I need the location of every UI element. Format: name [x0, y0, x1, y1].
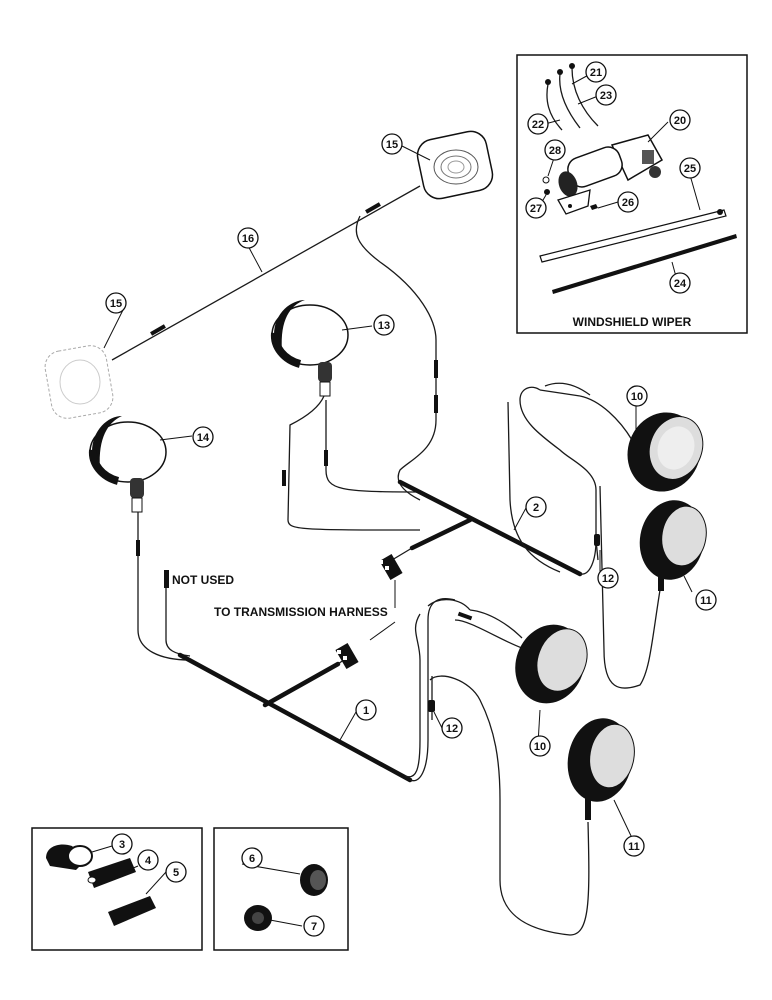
svg-text:10: 10: [631, 391, 643, 403]
lamp-10-upper: [627, 412, 704, 492]
front-flood-lamp-outline: [44, 345, 114, 419]
svg-text:27: 27: [530, 203, 542, 215]
svg-text:28: 28: [549, 145, 561, 157]
lamp-11-upper: [639, 500, 707, 591]
harness-1: [136, 512, 590, 936]
callout-24: 24: [669, 272, 691, 294]
lamp-11-lower: [567, 718, 635, 820]
svg-text:2: 2: [533, 502, 539, 514]
work-lamp-13: [270, 300, 349, 397]
connector-lower: [335, 642, 359, 670]
svg-text:16: 16: [242, 233, 254, 245]
wiper-blade: [552, 234, 737, 294]
lamp-10-lower: [515, 624, 588, 704]
callout-7: 7: [303, 915, 325, 937]
callout-3: 3: [111, 833, 133, 855]
callout-22: 22: [527, 113, 549, 135]
screw-part: [590, 204, 598, 210]
svg-text:10: 10: [534, 741, 546, 753]
svg-text:13: 13: [378, 320, 390, 332]
callout-23: 23: [595, 84, 617, 106]
harness-16: [111, 185, 421, 361]
svg-text:15: 15: [386, 139, 398, 151]
callout-15-front: 15: [105, 292, 127, 314]
svg-text:22: 22: [532, 119, 544, 131]
wiper-motor: [557, 134, 664, 215]
callout-26: 26: [617, 191, 639, 213]
work-lamp-14: [88, 416, 167, 513]
callout-10-lower: 10: [529, 735, 551, 757]
callout-4: 4: [137, 849, 159, 871]
callout-14: 14: [192, 426, 214, 448]
rear-flood-lamp: [416, 130, 494, 200]
to-transmission-harness-label: TO TRANSMISSION HARNESS: [214, 605, 388, 619]
callout-27: 27: [525, 197, 547, 219]
wiper-arm: [539, 209, 727, 263]
svg-text:25: 25: [684, 163, 696, 175]
svg-text:15: 15: [110, 298, 122, 310]
svg-text:11: 11: [628, 841, 640, 853]
callout-12-lower: 12: [441, 717, 463, 739]
callout-28: 28: [544, 139, 566, 161]
callout-2: 2: [525, 496, 547, 518]
callout-12-upper: 12: [597, 567, 619, 589]
svg-text:11: 11: [700, 595, 712, 607]
svg-text:6: 6: [249, 853, 255, 865]
windshield-wiper-label: WINDSHIELD WIPER: [573, 315, 692, 329]
svg-text:12: 12: [446, 723, 458, 735]
connector-upper: [379, 553, 403, 581]
not-used-label: NOT USED: [172, 573, 234, 587]
callout-20: 20: [669, 109, 691, 131]
clip-parts-inset: [31, 827, 203, 951]
svg-text:24: 24: [674, 278, 687, 290]
harness-2: [282, 382, 661, 689]
callout-21: 21: [585, 61, 607, 83]
svg-text:1: 1: [363, 705, 369, 717]
callouts: 1 2 3 4 5 6 7 10 10 11 11 12 12 13 14 15…: [91, 61, 717, 937]
callout-6: 6: [241, 847, 263, 869]
callout-11-lower: 11: [623, 835, 645, 857]
callout-5: 5: [165, 861, 187, 883]
svg-text:4: 4: [145, 855, 152, 867]
svg-text:23: 23: [600, 90, 612, 102]
svg-text:21: 21: [590, 67, 602, 79]
svg-text:12: 12: [602, 573, 614, 585]
callout-25: 25: [679, 157, 701, 179]
svg-text:14: 14: [197, 432, 210, 444]
svg-text:7: 7: [311, 921, 317, 933]
svg-text:26: 26: [622, 197, 634, 209]
svg-text:3: 3: [119, 839, 125, 851]
callout-10-upper: 10: [626, 385, 648, 407]
windshield-wiper-inset: WINDSHIELD WIPER: [516, 54, 748, 334]
callout-16: 16: [237, 227, 259, 249]
svg-text:5: 5: [173, 867, 179, 879]
callout-13: 13: [373, 314, 395, 336]
grommet-parts-inset: [213, 827, 349, 951]
svg-text:20: 20: [674, 115, 686, 127]
callout-1: 1: [355, 699, 377, 721]
callout-15-rear: 15: [381, 133, 403, 155]
callout-11-upper: 11: [695, 589, 717, 611]
